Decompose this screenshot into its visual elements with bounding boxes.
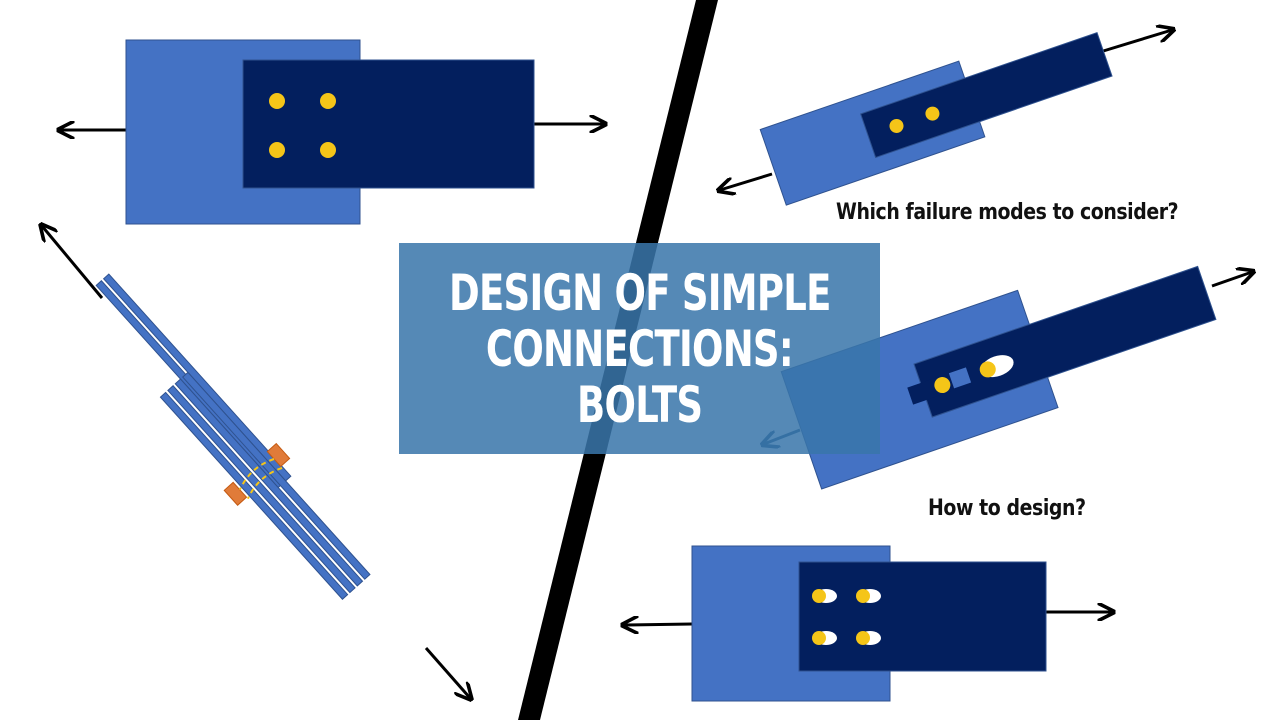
title-line-1: DESIGN OF SIMPLE bbox=[448, 263, 831, 322]
top-right-connection bbox=[720, 16, 1172, 206]
bolt-icon bbox=[320, 142, 336, 158]
bolt-icon bbox=[812, 589, 826, 603]
bolt-hole-icon bbox=[948, 367, 972, 389]
arrow-icon bbox=[424, 647, 470, 698]
title-line-3: BOLTS bbox=[576, 375, 703, 434]
bolt-icon bbox=[320, 93, 336, 109]
bolt-icon bbox=[925, 106, 940, 121]
bolt-icon bbox=[269, 142, 285, 158]
gusset-plate bbox=[266, 442, 291, 468]
arrow-icon bbox=[42, 226, 104, 299]
bolt-icon bbox=[889, 118, 904, 133]
bolt-icon bbox=[812, 631, 826, 645]
arrow-icon bbox=[1211, 272, 1252, 288]
bolt-icon bbox=[856, 589, 870, 603]
bolt-icon bbox=[979, 361, 996, 378]
top-left-connection bbox=[60, 39, 604, 225]
dark-plate bbox=[860, 31, 1113, 159]
title-line-2: CONNECTIONS: bbox=[486, 319, 794, 378]
arrow-icon bbox=[720, 172, 773, 190]
bottom-right-connection bbox=[624, 545, 1112, 702]
arrow-icon bbox=[624, 624, 693, 625]
bolt-icon bbox=[934, 377, 951, 394]
dark-plate bbox=[798, 561, 1047, 672]
failure-modes-question: Which failure modes to consider? bbox=[836, 200, 1179, 225]
bolt-shear-plane bbox=[238, 458, 275, 491]
dark-plate bbox=[242, 59, 535, 189]
gusset-plate bbox=[223, 481, 248, 506]
arrow-icon bbox=[1099, 30, 1172, 54]
bolt-icon bbox=[856, 631, 870, 645]
diagonal-multiplate-connection bbox=[42, 226, 470, 698]
how-to-design-question: How to design? bbox=[928, 496, 1086, 521]
bolt-icon bbox=[269, 93, 285, 109]
title-banner: DESIGN OF SIMPLE CONNECTIONS: BOLTS bbox=[399, 243, 880, 454]
